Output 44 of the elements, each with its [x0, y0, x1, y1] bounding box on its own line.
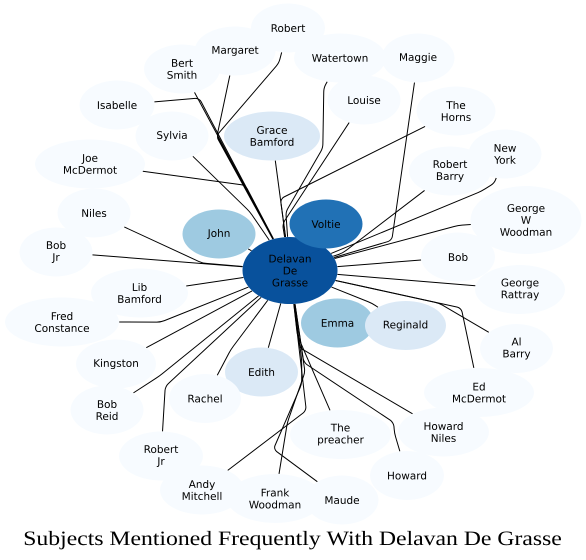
connector-line — [154, 98, 274, 240]
connector-line — [278, 304, 306, 474]
node-label: Robert Barry — [434, 160, 468, 182]
connector-line — [331, 286, 379, 308]
node-label: Bert Smith — [167, 59, 196, 79]
connector-line — [142, 170, 274, 240]
connector-line — [335, 280, 474, 368]
node-label: Louise — [348, 96, 380, 104]
connector-line — [217, 74, 274, 240]
connector-line — [118, 286, 249, 323]
connector-line — [282, 122, 350, 238]
connector-line — [162, 296, 262, 432]
connector-line — [334, 224, 472, 260]
node-label: Andy Mitchell — [182, 480, 222, 500]
connector-line — [334, 82, 415, 258]
node-label: Watertown — [312, 54, 368, 62]
connector-line — [217, 52, 282, 240]
node-label: Bob — [448, 252, 468, 262]
node-label: Frank Woodman — [249, 488, 300, 509]
connector-line — [294, 304, 400, 452]
connector-line — [274, 304, 318, 482]
connector-line — [216, 300, 268, 376]
connector-line — [192, 156, 270, 241]
connector-line — [336, 274, 476, 286]
connector-line — [268, 303, 282, 348]
connector-line — [194, 92, 274, 240]
connector-line — [132, 295, 260, 394]
node-label: Maude — [325, 496, 360, 504]
node-label: Howard — [388, 471, 426, 480]
caption: Subjects Mentioned Frequently With Delavan De Grasse — [24, 530, 561, 550]
connector-line — [186, 276, 244, 286]
node-label: Howard Niles — [424, 422, 463, 442]
connector-line — [332, 190, 426, 257]
connector-line — [92, 254, 244, 268]
connector-line — [227, 304, 306, 471]
node-label: Ed McDermot — [452, 382, 506, 403]
node-label: New York — [494, 144, 516, 164]
connector-line — [335, 280, 490, 333]
connector-line — [274, 160, 286, 238]
connector-line — [330, 177, 497, 254]
connector-line — [146, 290, 253, 348]
connector-line — [336, 259, 422, 268]
connector-line — [248, 248, 252, 252]
connector-line — [286, 81, 328, 238]
